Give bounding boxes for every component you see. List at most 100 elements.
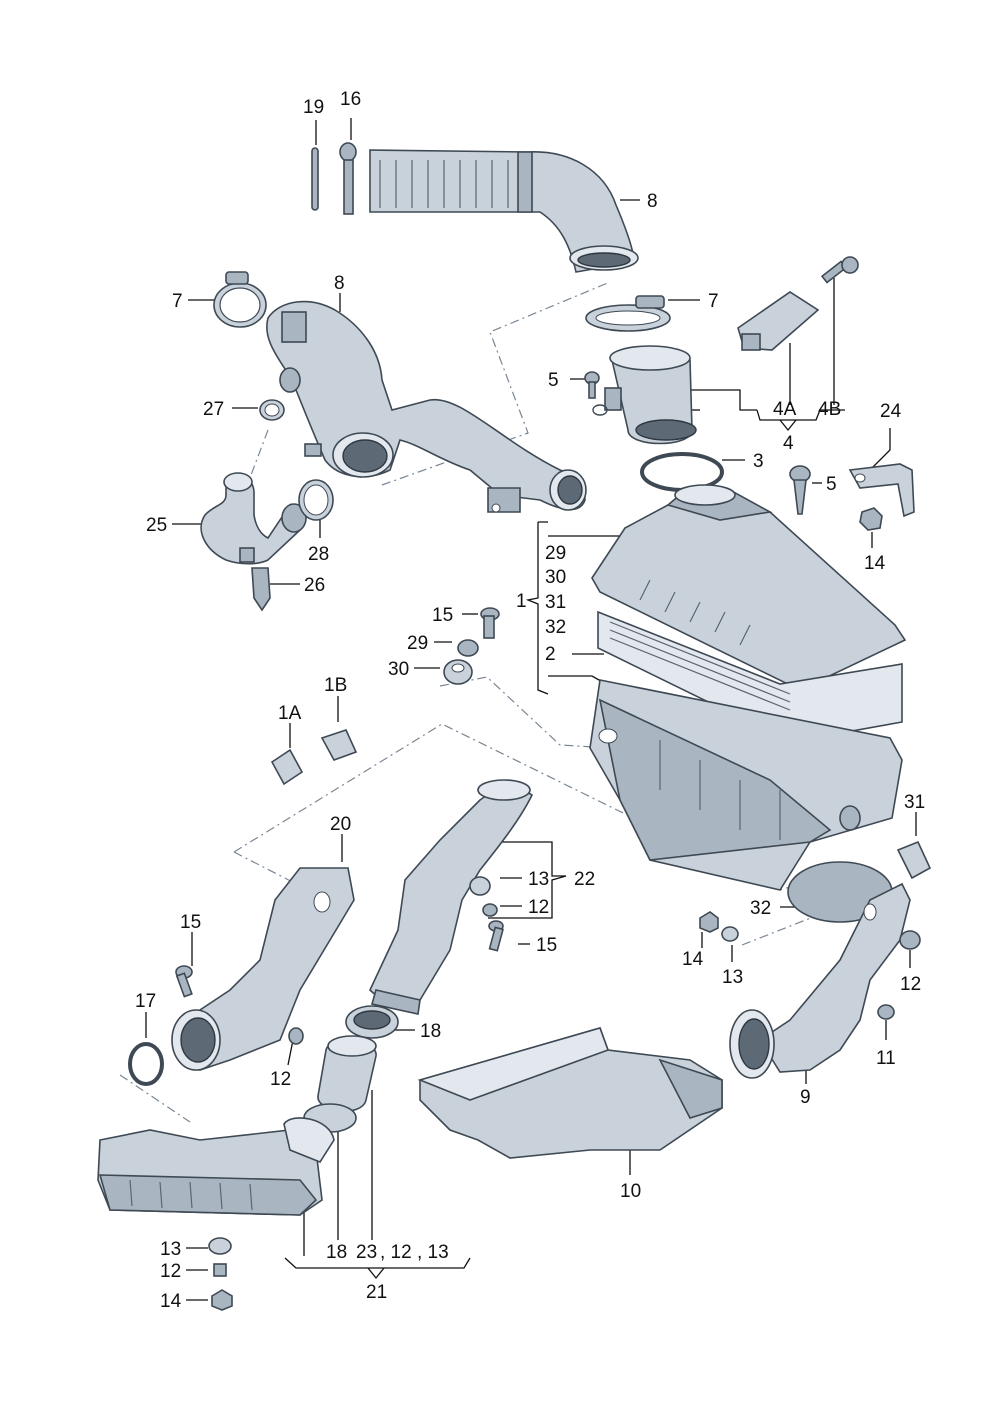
part-7-clamp-right xyxy=(585,295,671,332)
part-12-nut-mid xyxy=(482,903,498,917)
label-16: 16 xyxy=(340,89,361,110)
part-5-screw-left xyxy=(584,371,608,416)
label-21: 21 xyxy=(366,1282,387,1303)
label-13-right: 13 xyxy=(722,967,743,988)
label-14-right: 14 xyxy=(682,949,704,970)
part-15-bolt-top xyxy=(480,607,500,639)
label-12-left: 12 xyxy=(270,1069,291,1090)
label-29-left: 29 xyxy=(407,633,428,654)
part-23-sleeve xyxy=(317,1035,377,1112)
label-1: 1 xyxy=(516,591,527,612)
part-4-airflow-meter xyxy=(604,345,697,445)
label-12-bottom: 12 xyxy=(160,1261,181,1282)
part-27-clamp xyxy=(259,399,285,421)
label-11: 11 xyxy=(876,1048,896,1069)
label-24: 24 xyxy=(880,401,902,422)
label-8-lower: 8 xyxy=(334,273,345,294)
part-30-grommet xyxy=(443,659,473,685)
label-23: 23 xyxy=(356,1242,377,1263)
label-1A: 1A xyxy=(278,703,302,724)
label-15-left: 15 xyxy=(180,912,201,933)
label-14-bottom: 14 xyxy=(160,1291,182,1312)
part-4B-screw xyxy=(820,256,859,284)
part-12-nut-right xyxy=(899,930,921,950)
part-28-clamp xyxy=(298,479,334,521)
label-12-right: 12 xyxy=(900,974,921,995)
part-13-grommet-right xyxy=(721,926,739,942)
part-25-hose xyxy=(200,472,307,565)
label-5-right: 5 xyxy=(826,474,837,495)
part-12-nut-bottom xyxy=(213,1263,227,1277)
label-32-lower: 32 xyxy=(750,898,771,919)
part-labels: 19 16 8 8 7 7 5 27 4A 4B 4 24 3 5 25 28 … xyxy=(135,89,925,1312)
label-25: 25 xyxy=(146,515,167,536)
part-1B-grommet xyxy=(320,729,358,761)
part-13-grommet-mid xyxy=(469,876,491,896)
label-18-lower: 18 xyxy=(326,1242,347,1263)
part-5-screw-right xyxy=(789,465,811,515)
label-2: 2 xyxy=(545,644,556,665)
label-4B: 4B xyxy=(818,399,841,420)
part-29-washer xyxy=(457,639,479,657)
label-22: 22 xyxy=(574,869,595,890)
label-31-lower: 31 xyxy=(904,792,925,813)
label-8-upper: 8 xyxy=(647,191,658,212)
label-1B: 1B xyxy=(324,675,347,696)
label-27: 27 xyxy=(203,399,224,420)
label-30-right: 30 xyxy=(545,567,566,588)
part-16-cable-tie xyxy=(339,142,357,215)
part-20-intake-duct xyxy=(171,867,355,1071)
part-9-right-intake xyxy=(729,882,911,1079)
label-31-right: 31 xyxy=(545,592,566,613)
part-15-bolt-left xyxy=(175,965,193,998)
part-26-sensor xyxy=(251,567,271,612)
label-7-right: 7 xyxy=(708,291,719,312)
part-17-ring xyxy=(128,1042,164,1086)
part-13-grommet-bottom xyxy=(208,1237,232,1255)
part-8-upper-duct xyxy=(369,149,639,273)
part-10-lower-duct-cover xyxy=(417,1027,723,1159)
label-13-bottom: 13 xyxy=(160,1239,181,1260)
label-28: 28 xyxy=(308,544,329,565)
label-7-left: 7 xyxy=(172,291,183,312)
part-2-filter-element xyxy=(597,610,903,743)
part-8-lower-duct xyxy=(266,300,587,513)
label-15-mid: 15 xyxy=(536,935,557,956)
label-20: 20 xyxy=(330,814,351,835)
part-14-nut-bottom xyxy=(211,1289,233,1311)
part-1-filter-housing-lower xyxy=(589,679,903,891)
label-15-top: 15 xyxy=(432,605,453,626)
part-15-bolt-mid xyxy=(488,920,504,952)
label-29-right: 29 xyxy=(545,543,566,564)
label-32-right: 32 xyxy=(545,617,566,638)
label-5-left: 5 xyxy=(548,370,559,391)
part-11-plug xyxy=(877,1004,895,1020)
label-12-mid: 12 xyxy=(528,897,549,918)
part-1-filter-housing-lid xyxy=(591,484,907,691)
part-14-nut-right xyxy=(699,911,719,933)
part-7-clamp-left xyxy=(213,271,267,328)
label-19: 19 xyxy=(303,97,324,118)
label-9: 9 xyxy=(800,1087,811,1108)
part-14-nut-top xyxy=(859,507,883,531)
label-4: 4 xyxy=(783,433,794,454)
part-21-resonator xyxy=(97,1117,335,1216)
label-17: 17 xyxy=(135,991,156,1012)
part-24-bracket xyxy=(848,463,915,518)
label-26: 26 xyxy=(304,575,325,596)
label-18-upper: 18 xyxy=(420,1021,441,1042)
label-4A: 4A xyxy=(773,399,797,420)
part-18-ring-upper xyxy=(345,1005,399,1039)
part-12-nut-left xyxy=(288,1027,304,1045)
part-4A-sensor xyxy=(737,291,820,351)
part-19-rod xyxy=(311,147,319,211)
label-14-top: 14 xyxy=(864,553,886,574)
label-12-13: , 12 , 13 xyxy=(380,1242,449,1263)
part-31-damper xyxy=(896,840,932,880)
label-13-mid: 13 xyxy=(528,869,549,890)
label-3: 3 xyxy=(753,451,764,472)
part-1A-grommet xyxy=(270,748,304,786)
part-22-intake-pipe xyxy=(369,779,534,1015)
